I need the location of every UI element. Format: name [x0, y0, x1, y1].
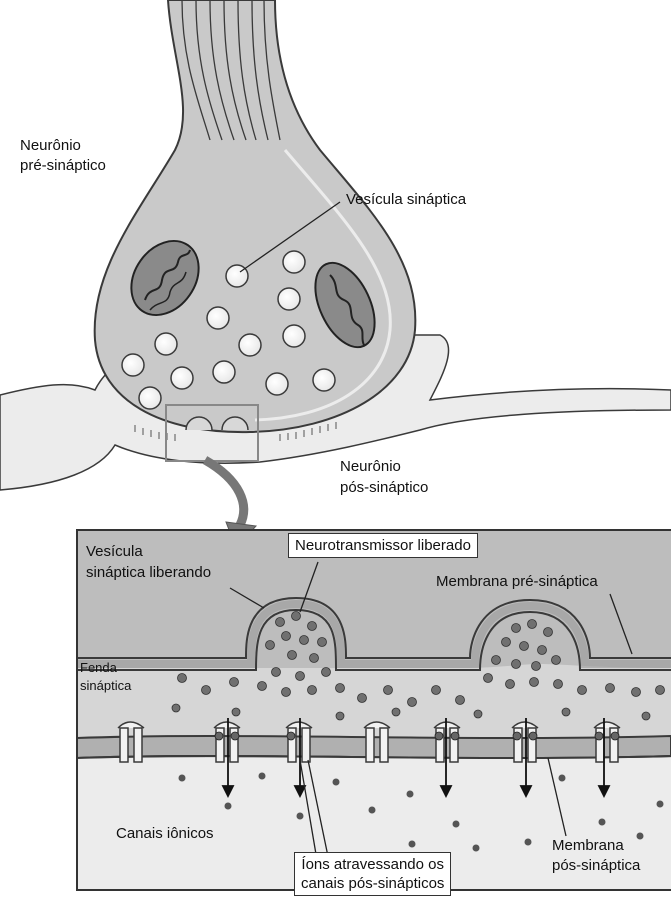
label-ions-crossing-2: canais pós-sinápticos: [301, 874, 444, 893]
label-synaptic-cleft-1: Fenda: [80, 658, 117, 677]
label-postsynaptic-neuron-2: pós-sináptico: [340, 478, 428, 497]
label-vesicle-releasing-1: Vesícula: [86, 542, 143, 561]
label-ion-channels: Canais iônicos: [116, 824, 214, 843]
label-presynaptic-neuron-1: Neurônio: [20, 136, 81, 155]
label-synaptic-cleft-2: sináptica: [80, 676, 131, 695]
label-postsynaptic-neuron-1: Neurônio: [340, 457, 401, 476]
label-synaptic-vesicle: Vesícula sináptica: [346, 190, 466, 209]
zoom-arrow: [205, 460, 244, 525]
label-postsynaptic-membrane-1: Membrana: [552, 836, 624, 855]
label-neurotransmitter-released: Neurotransmissor liberado: [288, 533, 478, 558]
label-postsynaptic-membrane-2: pós-sináptica: [552, 856, 640, 875]
label-presynaptic-neuron-2: pré-sináptico: [20, 156, 106, 175]
label-ions-crossing-1: Íons atravessando os: [301, 855, 444, 874]
label-presynaptic-membrane: Membrana pré-sináptica: [436, 572, 598, 591]
label-ions-crossing: Íons atravessando os canais pós-sináptic…: [294, 852, 451, 896]
label-vesicle-releasing-2: sináptica liberando: [86, 563, 211, 582]
